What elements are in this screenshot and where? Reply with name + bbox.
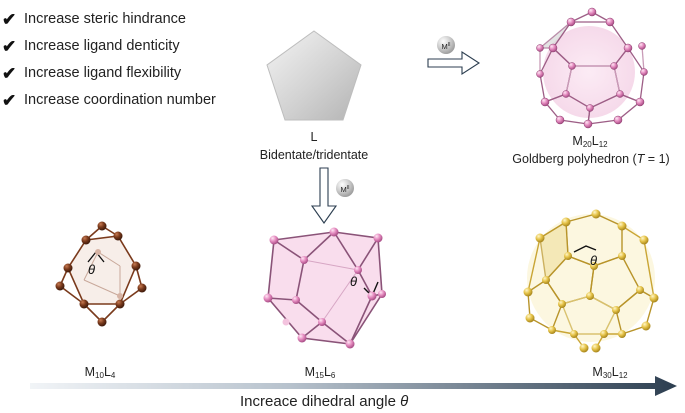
check-item-coordination: ✔Increase coordination number [2,87,216,114]
checkmark-icon: ✔ [2,91,17,110]
cage-m15l6 [267,231,383,345]
goldberg-name: Goldberg polyhedron (T = 1) [512,152,670,166]
cage-label-m30l12: M30L12 [592,365,628,380]
cage-label-m15l6: M15L6 [304,365,336,380]
cage-m15l6-metal-nodes [263,227,386,349]
theta-label-m10l4: θ [88,262,96,277]
checkmark-icon: ✔ [2,64,17,83]
right-arrow-icon [427,50,481,76]
cage-m30l12-metal-nodes [523,209,659,353]
check-item-flexibility: ✔Increase ligand flexibility [2,60,216,87]
cage-label-m10l4: M10L4 [84,365,116,380]
cage-m10l4 [59,225,143,323]
down-arrow-icon [310,167,338,224]
cage-m10l4-metal-nodes [55,221,147,327]
cage-m30l12 [527,213,655,349]
dihedral-axis-arrow [30,376,677,396]
theta-label-m30l12: θ [590,253,598,268]
theta-label-m15l6: θ [350,274,358,289]
checklist: ✔Increase steric hindrance ✔Increase lig… [2,6,216,114]
check-item-steric: ✔Increase steric hindrance [2,6,216,33]
goldberg-formula: M20L12 [572,134,608,149]
checkmark-icon: ✔ [2,10,17,29]
axis-label: Increace dihedral angle θ [240,393,409,410]
metal-ion-badge-right: MII [437,36,455,54]
ligand-description: Bidentate/tridentate [259,148,369,162]
ligand-pentagon [266,30,362,121]
ligand-label: L [310,130,318,144]
check-item-denticity: ✔Increase ligand denticity [2,33,216,60]
checkmark-icon: ✔ [2,37,17,56]
metal-ion-badge-down: MII [336,179,354,197]
goldberg-metal-nodes [536,7,648,129]
